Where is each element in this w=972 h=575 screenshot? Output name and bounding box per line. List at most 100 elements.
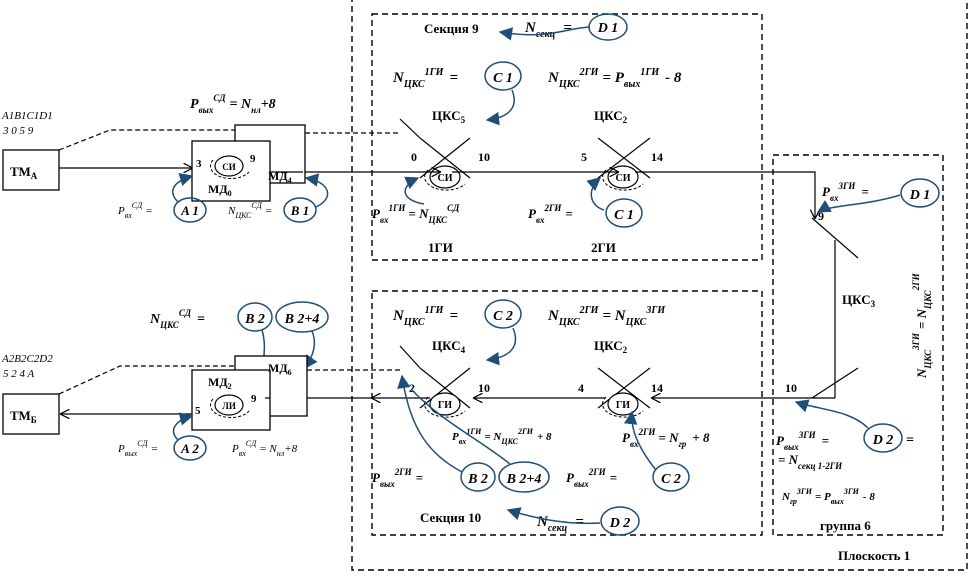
svg-text:PвхСД= Nнл+8: PвхСД= Nнл+8 bbox=[231, 439, 298, 458]
svg-text:B 2: B 2 bbox=[244, 312, 265, 327]
svg-text:D 2: D 2 bbox=[872, 433, 894, 448]
md2-label: МД bbox=[208, 375, 228, 389]
md0-label: МД bbox=[208, 182, 228, 196]
badge-d1-g6: D 1 bbox=[900, 178, 940, 208]
svg-text:5: 5 bbox=[581, 150, 587, 164]
s9-gi1: 1ГИ bbox=[428, 240, 453, 255]
svg-text:C 2: C 2 bbox=[661, 472, 681, 487]
g6-cks: ЦКС bbox=[842, 292, 871, 307]
svg-text:14: 14 bbox=[651, 381, 663, 395]
svg-text:Pвых2ГИ=: Pвых2ГИ= bbox=[566, 467, 617, 489]
svg-text:B 2+4: B 2+4 bbox=[506, 472, 542, 487]
svg-text:NЦКС3ГИ= NЦКС2ГИ: NЦКС3ГИ= NЦКС2ГИ bbox=[911, 272, 933, 379]
svg-text:B 1: B 1 bbox=[290, 203, 309, 218]
svg-text:ЦКС3: ЦКС3 bbox=[842, 292, 876, 309]
svg-text:Pвых2ГИ=: Pвых2ГИ= bbox=[372, 467, 423, 489]
g6-junction bbox=[811, 217, 859, 399]
svg-text:C 1: C 1 bbox=[614, 208, 634, 223]
section10-title: Секция 10 bbox=[420, 510, 481, 525]
g6-ngr-eq: N bbox=[781, 491, 791, 503]
s10-out1-eq: P bbox=[452, 431, 459, 443]
svg-text:10: 10 bbox=[785, 381, 797, 395]
svg-text:PвхСД=: PвхСД= bbox=[117, 201, 153, 220]
svg-text:ТМБ: ТМБ bbox=[10, 408, 37, 425]
s10-vyh2-eq: P bbox=[566, 470, 575, 485]
svg-text:D 2: D 2 bbox=[609, 516, 631, 531]
code-a2-digits: 5 2 4 A bbox=[3, 368, 35, 380]
g6-vyh-eq: P bbox=[776, 433, 785, 448]
group6-label: группа 6 bbox=[820, 518, 871, 533]
svg-text:NЦКС1ГИ=: NЦКС1ГИ= bbox=[392, 67, 458, 90]
svg-text:МД0: МД0 bbox=[208, 182, 232, 198]
lt-si: СИ bbox=[210, 155, 250, 180]
group6-box bbox=[772, 154, 944, 536]
tm-b-box bbox=[2, 393, 60, 435]
svg-text:NЦКС1ГИ=: NЦКС1ГИ= bbox=[392, 305, 458, 328]
svg-text:NЦКС2ГИ= Pвых1ГИ- 8: NЦКС2ГИ= Pвых1ГИ- 8 bbox=[547, 67, 682, 90]
g6-vert-eq: N bbox=[914, 368, 929, 379]
s9-left-eq: N bbox=[392, 70, 405, 86]
plane-boundary bbox=[351, 0, 968, 571]
tm-a-label: ТМ bbox=[10, 164, 31, 179]
svg-text:СИ: СИ bbox=[616, 173, 631, 184]
svg-text:NЦКССД=: NЦКССД= bbox=[149, 308, 205, 330]
badge-c1-top: C 1 bbox=[484, 61, 522, 91]
svg-text:СИ: СИ bbox=[222, 162, 236, 172]
badge-b24-left: B 2+4 bbox=[275, 301, 329, 333]
svg-text:Nсекц=: Nсекц= bbox=[524, 20, 572, 40]
section10-box bbox=[371, 290, 763, 536]
s9-cks-left: ЦКС bbox=[432, 108, 461, 123]
svg-text:3: 3 bbox=[196, 158, 202, 170]
svg-text:Pвх2ГИ=: Pвх2ГИ= bbox=[528, 203, 573, 225]
svg-text:=: = bbox=[906, 433, 914, 448]
s10-junction-1 bbox=[419, 367, 471, 409]
svg-text:5: 5 bbox=[195, 405, 201, 417]
lb-li: ЛИ bbox=[210, 394, 250, 419]
s10-out2-eq: P bbox=[622, 430, 631, 445]
badge-b24-s10: B 2+4 bbox=[498, 461, 550, 493]
lt-br-eq: N bbox=[227, 205, 236, 217]
s10-vyh1-eq: P bbox=[372, 470, 381, 485]
svg-text:9: 9 bbox=[818, 209, 824, 223]
section9-nsekc: N bbox=[524, 20, 537, 36]
md4-label: МД bbox=[268, 169, 288, 183]
svg-text:PвыхСД= Nнл+8: PвыхСД= Nнл+8 bbox=[190, 93, 276, 115]
svg-text:4: 4 bbox=[578, 381, 584, 395]
s10-junction-2 bbox=[597, 367, 651, 409]
md6-label: МД bbox=[268, 361, 288, 375]
svg-text:B 2: B 2 bbox=[467, 472, 488, 487]
svg-text:ЦКС2: ЦКС2 bbox=[594, 108, 628, 125]
badge-d2-g6: D 2 bbox=[863, 423, 903, 453]
svg-text:NЦКС2ГИ= NЦКС3ГИ: NЦКС2ГИ= NЦКС3ГИ bbox=[547, 305, 666, 328]
s10-gi-1: ГИ bbox=[424, 392, 466, 418]
s9-right-eq: N bbox=[547, 70, 560, 86]
svg-text:C 2: C 2 bbox=[493, 309, 513, 324]
s10-gi-2: ГИ bbox=[602, 392, 644, 418]
badge-a1: A 1 bbox=[173, 197, 207, 223]
section9-box bbox=[371, 13, 763, 261]
code-a2: A2B2C2D2 bbox=[1, 353, 53, 365]
badge-c2-top: C 2 bbox=[484, 299, 522, 329]
s9-in1-eq: P bbox=[372, 206, 381, 221]
svg-text:СИ: СИ bbox=[438, 173, 453, 184]
code-a1: A1B1C1D1 bbox=[1, 110, 53, 122]
svg-text:МД6: МД6 bbox=[268, 361, 292, 377]
svg-text:ТМА: ТМА bbox=[10, 164, 38, 181]
s9-in2-eq: P bbox=[528, 206, 537, 221]
s9-gi2: 2ГИ bbox=[591, 240, 616, 255]
s9-cks-right: ЦКС bbox=[594, 108, 623, 123]
svg-text:D 1: D 1 bbox=[597, 21, 619, 36]
svg-text:МД2: МД2 bbox=[208, 375, 232, 391]
badge-b2-left: B 2 bbox=[237, 302, 273, 332]
svg-text:Nгр3ГИ= Pвых3ГИ- 8: Nгр3ГИ= Pвых3ГИ- 8 bbox=[781, 487, 875, 506]
svg-text:PвыхСД=: PвыхСД= bbox=[117, 439, 158, 458]
svg-text:D 1: D 1 bbox=[909, 188, 931, 203]
code-a1-digits: 3 0 5 9 bbox=[2, 125, 34, 137]
svg-text:Pвх1ГИ= NЦКС2ГИ+ 8: Pвх1ГИ= NЦКС2ГИ+ 8 bbox=[452, 427, 552, 446]
svg-text:C 1: C 1 bbox=[493, 71, 513, 86]
lb-br-eq: P bbox=[231, 443, 239, 455]
svg-text:9: 9 bbox=[251, 393, 257, 405]
tm-a-box bbox=[2, 149, 60, 191]
svg-text:A 2: A 2 bbox=[180, 441, 199, 456]
svg-text:Pвх1ГИ= NЦКССД: Pвх1ГИ= NЦКССД bbox=[372, 203, 460, 225]
